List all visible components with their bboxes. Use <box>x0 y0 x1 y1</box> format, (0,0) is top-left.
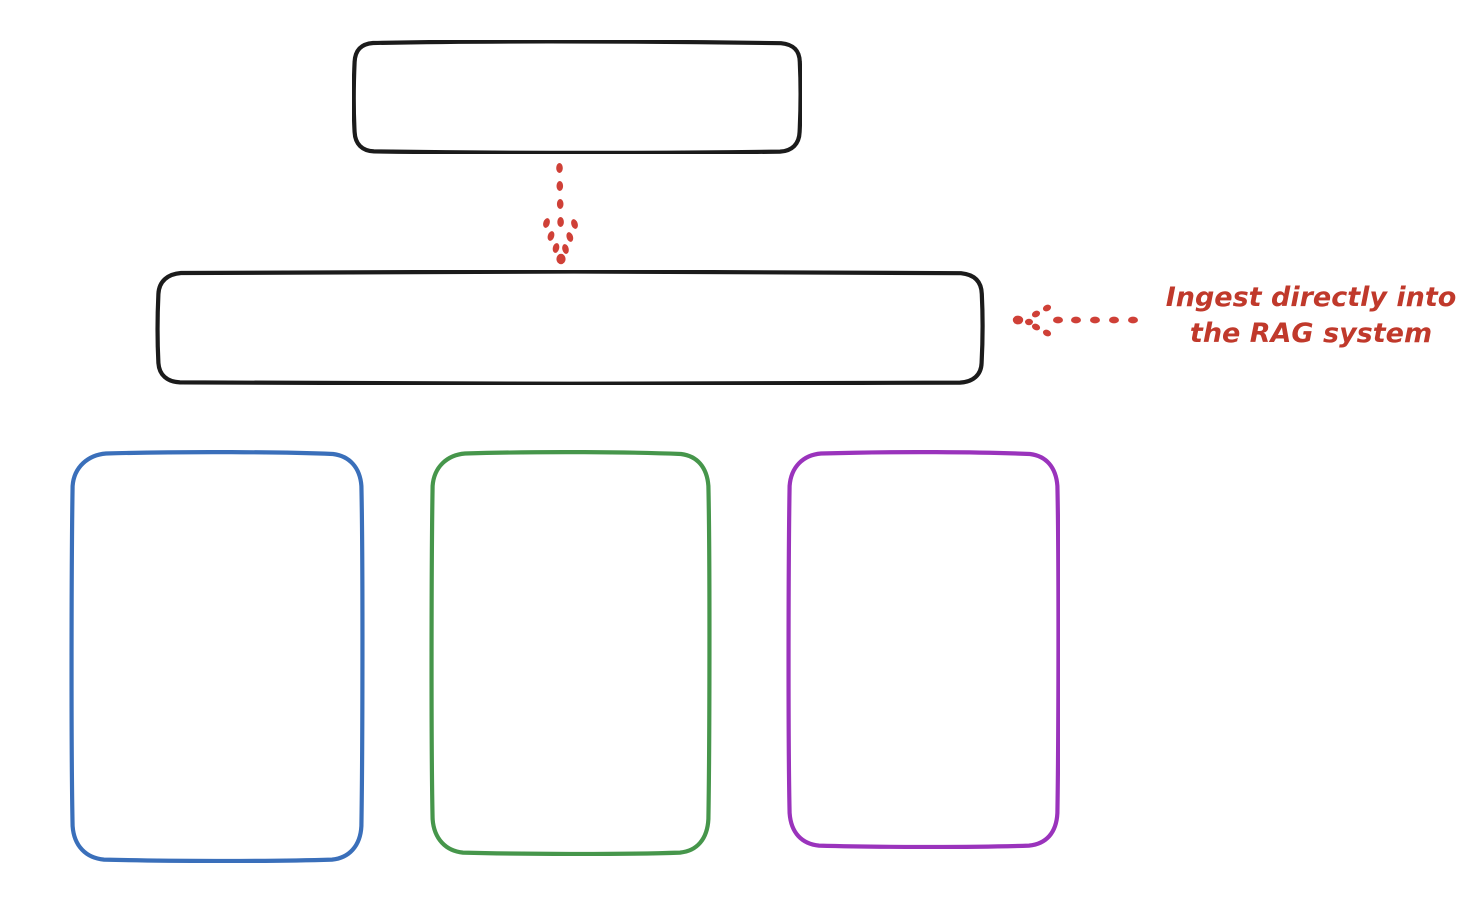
node-agent[interactable]: AGENT <box>352 40 802 154</box>
node-agent-label: AGENT <box>517 79 637 113</box>
node-rag-tool-label: RAG Tool <box>509 311 631 343</box>
node-relational-io-label: RelationalIO (insert_sql, query_sql) <box>835 572 1010 669</box>
node-key-value-io-label: KeyValueIO (set_key, delete_key, get) <box>457 575 683 672</box>
node-key-value-io[interactable]: KeyValueIO (set_key, delete_key, get) Ke… <box>428 450 712 857</box>
edge-ingest-to-rag-tool-arrow <box>1012 304 1138 337</box>
node-vector-io-label: VectorIO (insert_chunks, delete_chunks, … <box>108 562 325 693</box>
node-vector-io-sublabel: VectorIndex <box>129 724 304 754</box>
node-vector-io[interactable]: VectorIO (insert_chunks, delete_chunks, … <box>68 450 365 864</box>
node-relational-io[interactable]: RelationalIO (insert_sql, query_sql) SQL… <box>785 450 1060 850</box>
node-rag-tool[interactable]: RAG Tool <box>155 270 985 385</box>
node-key-value-io-sublabel: KeyValueIndex <box>462 704 678 734</box>
edge-agent-to-rag-tool-arrow <box>543 163 578 265</box>
node-relational-io-sublabel: SQLTable <box>857 700 988 730</box>
annotation-ingest-text: Ingest directly into the RAG system <box>1165 282 1457 349</box>
